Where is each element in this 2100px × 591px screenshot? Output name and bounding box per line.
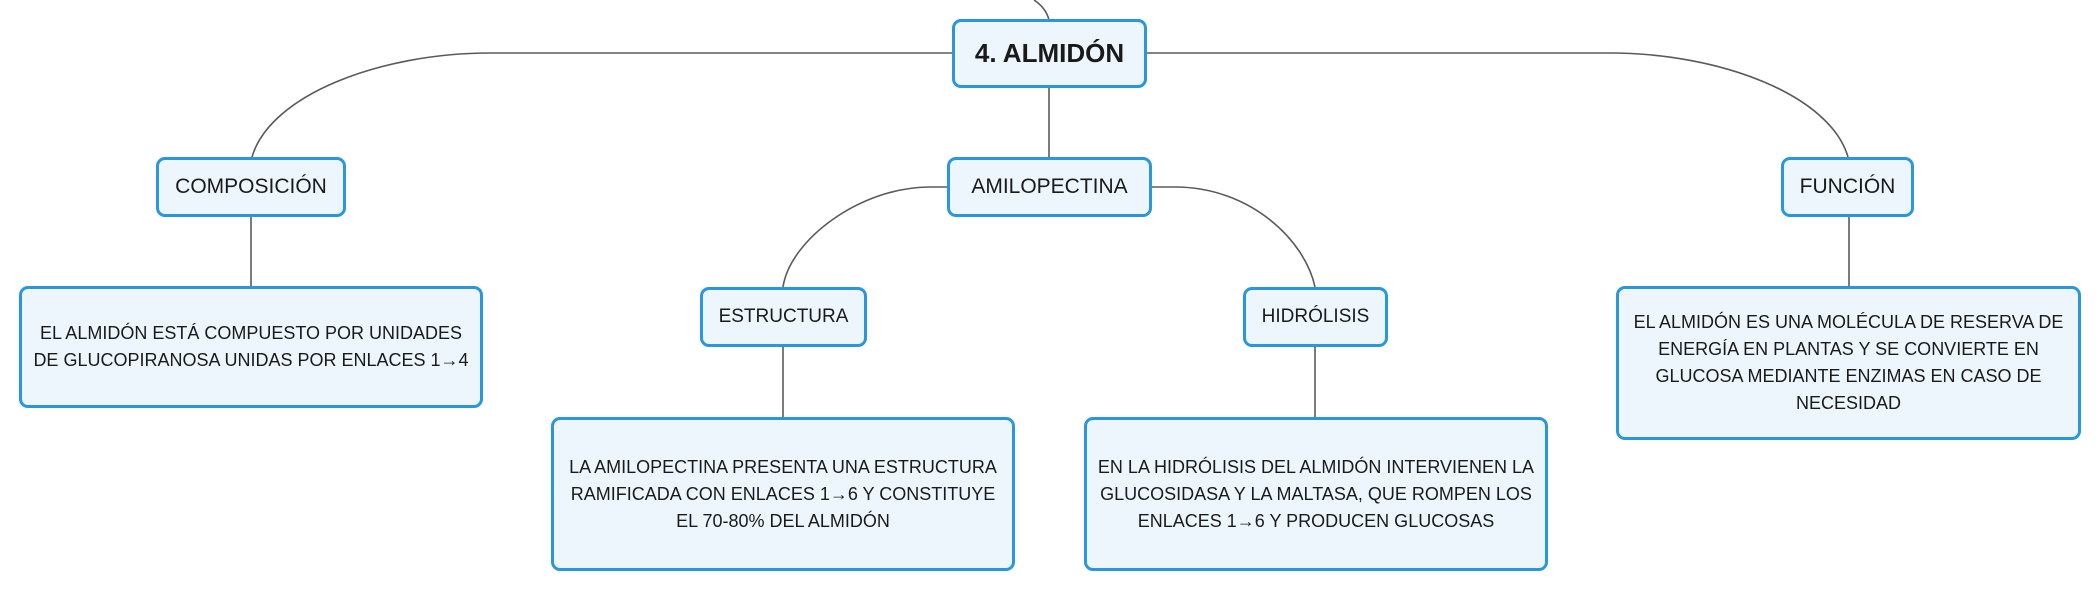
connector-parent-root	[1033, 0, 1050, 21]
composicion-description: EL ALMIDÓN ESTÁ COMPUESTO POR UNIDADES D…	[33, 323, 469, 370]
hidrolisis-node[interactable]: HIDRÓLISIS	[1243, 287, 1388, 347]
estructura-description: LA AMILOPECTINA PRESENTA UNA ESTRUCTURA …	[569, 456, 997, 531]
hidrolisis-description: EN LA HIDRÓLISIS DEL ALMIDÓN INTERVIENEN…	[1097, 456, 1535, 531]
hidrolisis-label: HIDRÓLISIS	[1261, 306, 1370, 327]
estructura-label: ESTRUCTURA	[718, 306, 849, 327]
composicion-description-node[interactable]: EL ALMIDÓN ESTÁ COMPUESTO POR UNIDADES D…	[19, 286, 483, 408]
root-node[interactable]: 4. ALMIDÓN	[952, 19, 1147, 88]
composicion-node[interactable]: COMPOSICIÓN	[156, 157, 346, 217]
amilopectina-label: AMILOPECTINA	[971, 175, 1128, 198]
funcion-node[interactable]: FUNCIÓN	[1781, 157, 1914, 217]
estructura-node[interactable]: ESTRUCTURA	[700, 287, 867, 347]
root-label: 4. ALMIDÓN	[974, 38, 1125, 68]
funcion-label: FUNCIÓN	[1799, 175, 1896, 198]
connector-root-composicion	[251, 52, 953, 158]
funcion-description: EL ALMIDÓN ES UNA MOLÉCULA DE RESERVA DE…	[1633, 312, 2064, 413]
composicion-label: COMPOSICIÓN	[175, 175, 327, 198]
connector-amilopectina-hidrolisis	[1151, 186, 1316, 288]
estructura-description-node[interactable]: LA AMILOPECTINA PRESENTA UNA ESTRUCTURA …	[551, 417, 1015, 571]
connector-root-funcion	[1147, 52, 1849, 158]
connector-amilopectina-estructura	[782, 186, 948, 288]
hidrolisis-description-node[interactable]: EN LA HIDRÓLISIS DEL ALMIDÓN INTERVIENEN…	[1084, 417, 1548, 571]
funcion-description-node[interactable]: EL ALMIDÓN ES UNA MOLÉCULA DE RESERVA DE…	[1616, 286, 2081, 440]
amilopectina-node[interactable]: AMILOPECTINA	[947, 157, 1152, 217]
